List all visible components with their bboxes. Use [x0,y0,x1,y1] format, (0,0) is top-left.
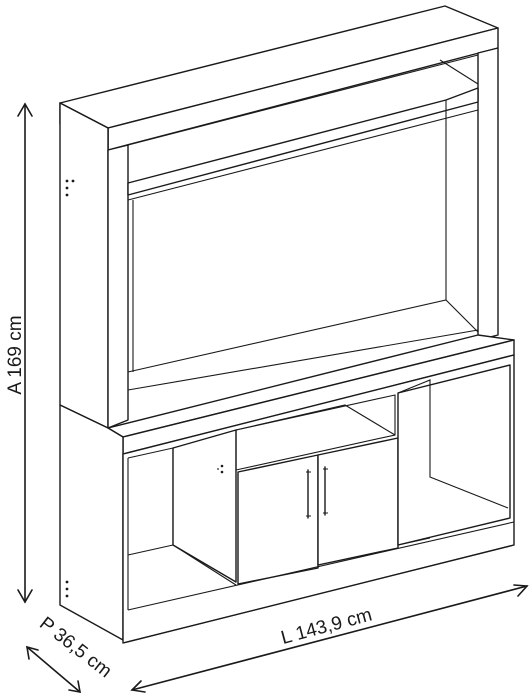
lower-cabinet [59,334,515,644]
height-label: A 169 cm [5,315,26,394]
height-dimension: A 169 cm [5,102,33,604]
width-label: L 143,9 cm [279,604,375,648]
upper-hutch [59,5,499,429]
